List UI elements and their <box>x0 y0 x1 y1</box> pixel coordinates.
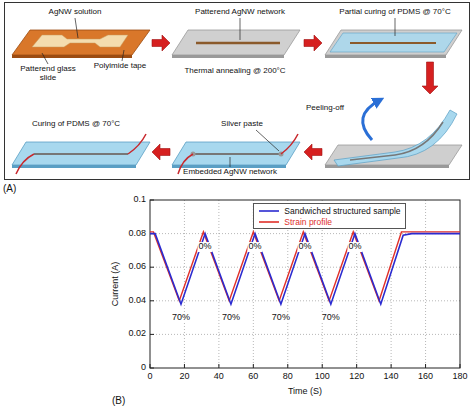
tick <box>150 300 154 301</box>
chart-label: 40 <box>214 372 224 382</box>
chart-label: 0.04 <box>128 296 146 306</box>
legend-text: Strain profile <box>284 217 332 227</box>
chart-label: 20 <box>179 372 189 382</box>
process-label: Peeling-off <box>306 104 344 113</box>
chart-label: 0.1 <box>133 195 146 205</box>
chart-label: 60 <box>248 372 258 382</box>
chart-label: 0.02 <box>128 329 146 339</box>
tick <box>150 334 154 335</box>
panel-frame <box>5 3 470 180</box>
current-curve <box>150 234 460 305</box>
legend-box: Sandwiched structured sampleStrain profi… <box>253 203 405 229</box>
grid-line <box>150 334 460 335</box>
tick <box>184 364 185 368</box>
tick <box>150 267 154 268</box>
process-arrow <box>422 62 438 94</box>
wire <box>16 154 34 174</box>
process-label: Silver paste <box>221 120 263 129</box>
process-label: Partial curing of PDMS @ 70°C <box>339 8 450 17</box>
glass-slide <box>325 30 462 58</box>
legend-swatch <box>258 218 280 226</box>
process-label: Embedded AgNW network <box>183 168 277 177</box>
leader-line <box>122 50 124 61</box>
process-arrow <box>152 144 170 160</box>
process-label: Patterend glass slide <box>17 65 79 83</box>
process-arrow <box>152 35 170 51</box>
process-label: Thermal annealing @ 200°C <box>184 67 285 76</box>
strain-label: 0% <box>198 242 213 252</box>
chart-label: 0.06 <box>128 262 146 272</box>
tick <box>391 364 392 368</box>
tick <box>356 364 357 368</box>
strain-label: 0% <box>347 242 362 252</box>
wire <box>128 134 146 154</box>
agnw-network <box>196 42 280 45</box>
leader-line <box>42 53 48 64</box>
chart-label: 180 <box>452 372 467 382</box>
glass-slide-tape <box>12 30 150 58</box>
agnw-network <box>350 42 436 44</box>
chart-label: Time (S) <box>288 387 322 397</box>
leader-line <box>256 130 279 151</box>
ticks <box>150 200 460 368</box>
legend-text: Sandwiched structured sample <box>284 206 400 216</box>
grid-line <box>150 300 460 301</box>
process-label: AgNW solution <box>49 8 102 17</box>
grid-line <box>150 267 460 268</box>
strain-profile-curve <box>150 232 460 301</box>
process-arrow <box>304 35 322 51</box>
strain-label: 70% <box>221 313 241 323</box>
agnw-network <box>194 153 280 155</box>
tick <box>253 364 254 368</box>
process-label: Curing of PDMS @ 70°C <box>32 120 120 129</box>
legend-swatch <box>258 207 280 215</box>
tick <box>425 364 426 368</box>
chart-label: 140 <box>384 372 399 382</box>
strain-label: 70% <box>171 313 191 323</box>
tick <box>150 364 151 368</box>
grid-line <box>425 200 426 368</box>
chart-label: 100 <box>315 372 330 382</box>
process-label: Patterend AgNW network <box>195 8 285 17</box>
wire <box>281 134 298 154</box>
chart-label: (B) <box>112 395 125 406</box>
tick <box>460 364 461 368</box>
strain-label: 0% <box>297 242 312 252</box>
tick <box>322 364 323 368</box>
chart-label: 80 <box>283 372 293 382</box>
leader-line <box>395 18 396 36</box>
glass-slide <box>172 30 300 58</box>
peel-arrow <box>363 100 380 140</box>
tick <box>150 200 154 201</box>
process-label: (A) <box>3 183 16 194</box>
process-label: Polyimide tape <box>94 62 146 71</box>
strain-label: 70% <box>321 313 341 323</box>
chart-label: 120 <box>349 372 364 382</box>
process-arrow <box>304 144 322 160</box>
pdms-layer <box>330 33 457 52</box>
plot-frame <box>150 200 460 368</box>
chart-label: 160 <box>418 372 433 382</box>
agnw-network <box>34 153 128 155</box>
chart-label: Current (A) <box>111 262 121 307</box>
chart-label: 0 <box>141 363 146 373</box>
strain-label: 0% <box>248 242 263 252</box>
agnw-solution <box>32 35 128 47</box>
leader-line <box>230 157 231 167</box>
leader-line <box>75 18 78 38</box>
leader-line <box>240 18 241 40</box>
pdms-peeled-film <box>334 110 457 166</box>
grid <box>150 200 460 368</box>
chart-label: 0 <box>147 372 152 382</box>
tick <box>287 364 288 368</box>
chart-label: 0.08 <box>128 229 146 239</box>
strain-label: 70% <box>271 313 291 323</box>
grid-line <box>218 200 219 368</box>
tick <box>150 368 154 369</box>
tick <box>218 364 219 368</box>
legend-row: Strain profile <box>258 216 400 227</box>
legend-row: Sandwiched structured sample <box>258 205 400 216</box>
